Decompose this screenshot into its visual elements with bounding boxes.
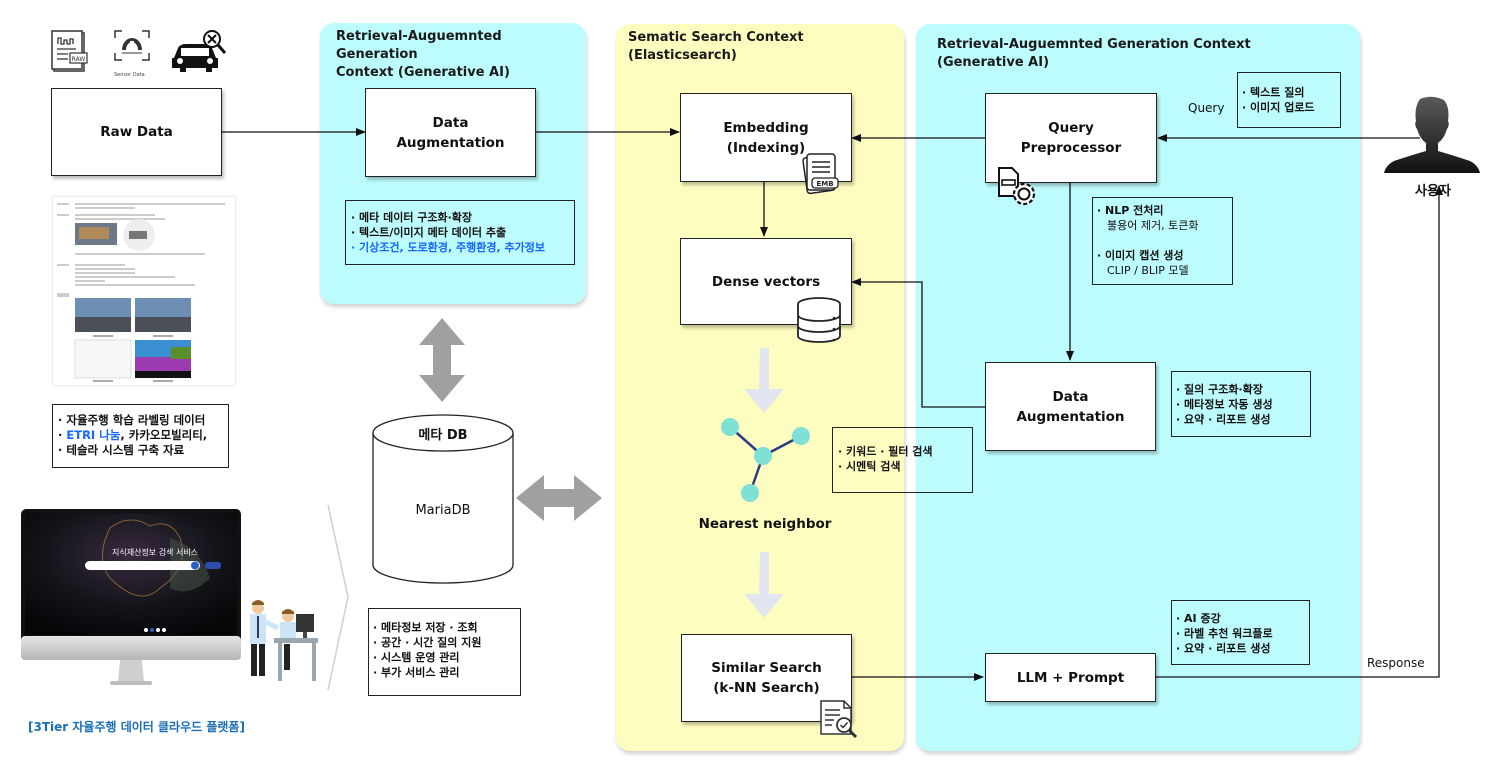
search-type-item: · 키워드 · 필터 검색 bbox=[838, 445, 933, 458]
sensor-data-icon bbox=[114, 30, 150, 61]
meta-db-list: · 메타정보 저장 · 조회 · 공간 · 시간 질의 지원 · 시스템 운영 … bbox=[373, 620, 481, 680]
double-arrow-vertical bbox=[419, 318, 465, 402]
query-edge-label: Query bbox=[1188, 101, 1225, 115]
llm-prompt-node[interactable]: LLM + Prompt bbox=[985, 653, 1156, 702]
database-icon bbox=[797, 297, 841, 343]
document-report-icon: RAW bbox=[51, 30, 88, 72]
meta-db-item: · 부가 서비스 관리 bbox=[373, 666, 460, 679]
labeling-data-document-thumbnail bbox=[52, 196, 236, 386]
document-settings-icon bbox=[998, 167, 1036, 206]
raw-sources-list: · 자율주행 학습 라벨링 데이터 · ETRI 나눔, 카카오모빌리티, · … bbox=[58, 413, 207, 458]
chevron-divider bbox=[327, 504, 349, 691]
query-inputs-list: · 텍스트 질의 · 이미지 업로드 bbox=[1242, 85, 1315, 115]
preprocessing-item-detail: CLIP / BLIP 모델 bbox=[1107, 264, 1189, 277]
right-augmentation-bracket bbox=[1171, 371, 1311, 437]
sensor-data-caption: Sensor Data bbox=[114, 72, 145, 78]
raw-source-item: · 테슬라 시스템 구축 자료 bbox=[58, 443, 185, 457]
flow-arrow-dense-to-neighbor bbox=[744, 348, 784, 413]
rag-context-left-panel: Retrieval-Auguemnted Generation Context … bbox=[320, 23, 586, 304]
left-augmentation-item: · 텍스트/이미지 메타 데이터 추출 bbox=[351, 226, 507, 239]
query-input-item: · 텍스트 질의 bbox=[1242, 86, 1305, 99]
right-augmentation-list: · 질의 구조화·확장 · 메타정보 자동 생성 · 요약 · 리포트 생성 bbox=[1176, 382, 1273, 427]
right-augmentation-item: · 메타정보 자동 생성 bbox=[1176, 398, 1273, 411]
llm-outputs-list: · AI 증강 · 라벨 추천 워크플로 · 요약 · 리포트 생성 bbox=[1176, 611, 1273, 656]
preprocessing-item-title: · NLP 전처리 bbox=[1097, 204, 1164, 217]
meta-db-cylinder bbox=[372, 414, 514, 584]
preprocessing-item-detail: 불용어 제거, 토큰화 bbox=[1107, 219, 1199, 232]
left-augmentation-item: · 메타 데이터 구조화·확장 bbox=[351, 211, 473, 224]
flow-arrow-neighbor-to-similar bbox=[744, 552, 784, 618]
rag-context-right-title: Retrieval-Auguemnted Generation Context … bbox=[937, 37, 1251, 70]
preprocessing-item-title: · 이미지 캡션 생성 bbox=[1097, 249, 1184, 262]
meta-db-item: · 시스템 운영 관리 bbox=[373, 651, 460, 664]
query-preprocessor-node[interactable]: Query Preprocessor bbox=[985, 93, 1157, 183]
platform-caption: [3Tier 자율주행 데이터 클라우드 플랫폼] bbox=[28, 720, 245, 734]
raw-data-node[interactable]: Raw Data bbox=[51, 88, 222, 176]
rag-context-left-title: Retrieval-Auguemnted Generation Context … bbox=[336, 29, 510, 80]
raw-source-item: · ETRI 나눔, 카카오모빌리티, bbox=[58, 428, 208, 442]
meta-db-item: · 메타정보 저장 · 조회 bbox=[373, 621, 478, 634]
meta-db-title: 메타 DB bbox=[418, 428, 468, 443]
edge-augmentation-right-to-dense bbox=[851, 278, 985, 408]
llm-output-item: · AI 증강 bbox=[1176, 612, 1221, 625]
right-augmentation-item: · 질의 구조화·확장 bbox=[1176, 383, 1263, 396]
data-augmentation-left-node[interactable]: Data Augmentation bbox=[365, 88, 536, 177]
user-silhouette-icon bbox=[1384, 96, 1480, 173]
llm-output-item: · 라벨 추천 워크플로 bbox=[1176, 627, 1273, 640]
meta-db-item: · 공간 · 시간 질의 지원 bbox=[373, 636, 482, 649]
query-inputs-bracket bbox=[1237, 72, 1341, 128]
data-augmentation-right-node[interactable]: Data Augmentation bbox=[985, 362, 1156, 451]
document-search-icon bbox=[820, 700, 858, 739]
double-arrow-horizontal bbox=[516, 475, 602, 521]
response-edge-label: Response bbox=[1367, 656, 1425, 670]
llm-output-item: · 요약 · 리포트 생성 bbox=[1176, 642, 1271, 655]
emb-document-icon: EMB bbox=[802, 153, 839, 195]
llm-outputs-bracket bbox=[1171, 600, 1310, 665]
user-label: 사용자 bbox=[1415, 184, 1451, 199]
platform-screen-title: 지식재산정보 검색 서비스 bbox=[112, 548, 199, 557]
left-augmentation-bracket bbox=[345, 200, 575, 265]
meta-db-bracket bbox=[368, 608, 521, 696]
raw-sources-bracket bbox=[52, 404, 229, 468]
right-augmentation-item: · 요약 · 리포트 생성 bbox=[1176, 413, 1271, 426]
people-at-desk-illustration bbox=[250, 600, 318, 681]
semantic-search-title: Sematic Search Context (Elasticsearch) bbox=[628, 30, 804, 63]
raw-badge-text: RAW bbox=[72, 56, 86, 63]
raw-source-item: · 자율주행 학습 라벨링 데이터 bbox=[58, 413, 206, 427]
left-augmentation-list: · 메타 데이터 구조화·확장 · 텍스트/이미지 메타 데이터 추출 · 기상… bbox=[351, 210, 545, 255]
emb-badge-text: EMB bbox=[816, 180, 833, 188]
search-type-item: · 시멘틱 검색 bbox=[838, 460, 901, 473]
nearest-neighbor-graph-icon bbox=[721, 418, 810, 502]
preprocessing-bracket bbox=[1092, 197, 1233, 285]
query-input-item: · 이미지 업로드 bbox=[1242, 101, 1315, 114]
search-types-list: · 키워드 · 필터 검색 · 시멘틱 검색 bbox=[838, 444, 933, 474]
platform-monitor-illustration: 지식재산정보 검색 서비스 bbox=[20, 508, 320, 693]
meta-db-engine: MariaDB bbox=[415, 503, 471, 518]
preprocessing-list: · NLP 전처리 불용어 제거, 토큰화 · 이미지 캡션 생성 CLIP /… bbox=[1097, 203, 1198, 278]
source-icons: RAW Sensor Data bbox=[50, 28, 230, 78]
search-types-bracket bbox=[832, 427, 973, 493]
left-augmentation-item-highlight: · 기상조건, 도로환경, 주행환경, 추가정보 bbox=[351, 241, 545, 254]
edge-llm-to-user-response bbox=[1155, 185, 1443, 678]
car-inspection-icon bbox=[172, 30, 227, 72]
document-preview-image bbox=[57, 203, 225, 382]
nearest-neighbor-label: Nearest neighbor bbox=[698, 516, 832, 532]
